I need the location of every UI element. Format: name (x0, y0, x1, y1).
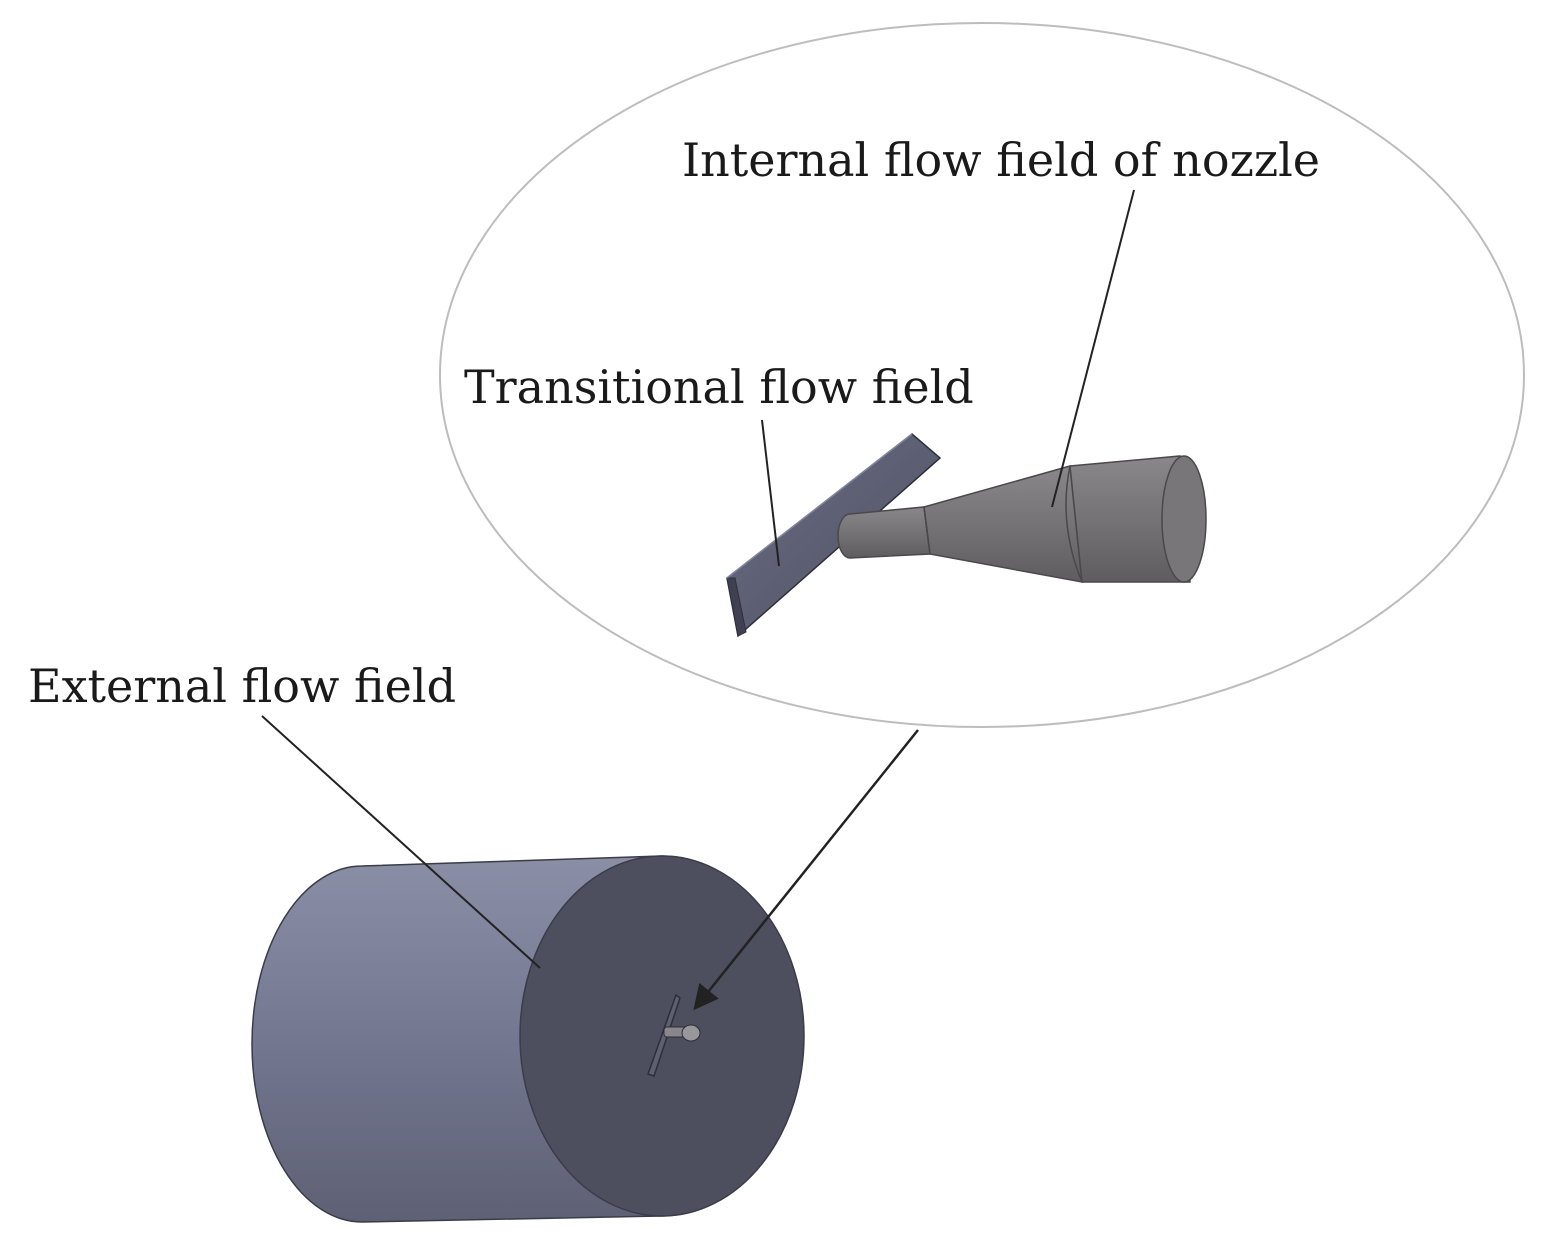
external-cylinder (251, 855, 805, 1223)
label-internal-flow-field: Internal flow field of nozzle (682, 133, 1320, 187)
zoom-ellipse (439, 22, 1525, 728)
transitional-plate (726, 433, 942, 638)
leader-line-internal (1051, 189, 1135, 508)
leader-line-external (261, 715, 541, 969)
leader-line-transitional (761, 419, 780, 567)
label-external-flow-field: External flow field (28, 659, 456, 713)
small-nozzle-assembly (647, 993, 701, 1077)
label-transitional-flow-field: Transitional flow field (464, 360, 974, 414)
nozzle-internal (837, 455, 1207, 583)
zoom-arrow (693, 729, 919, 1011)
